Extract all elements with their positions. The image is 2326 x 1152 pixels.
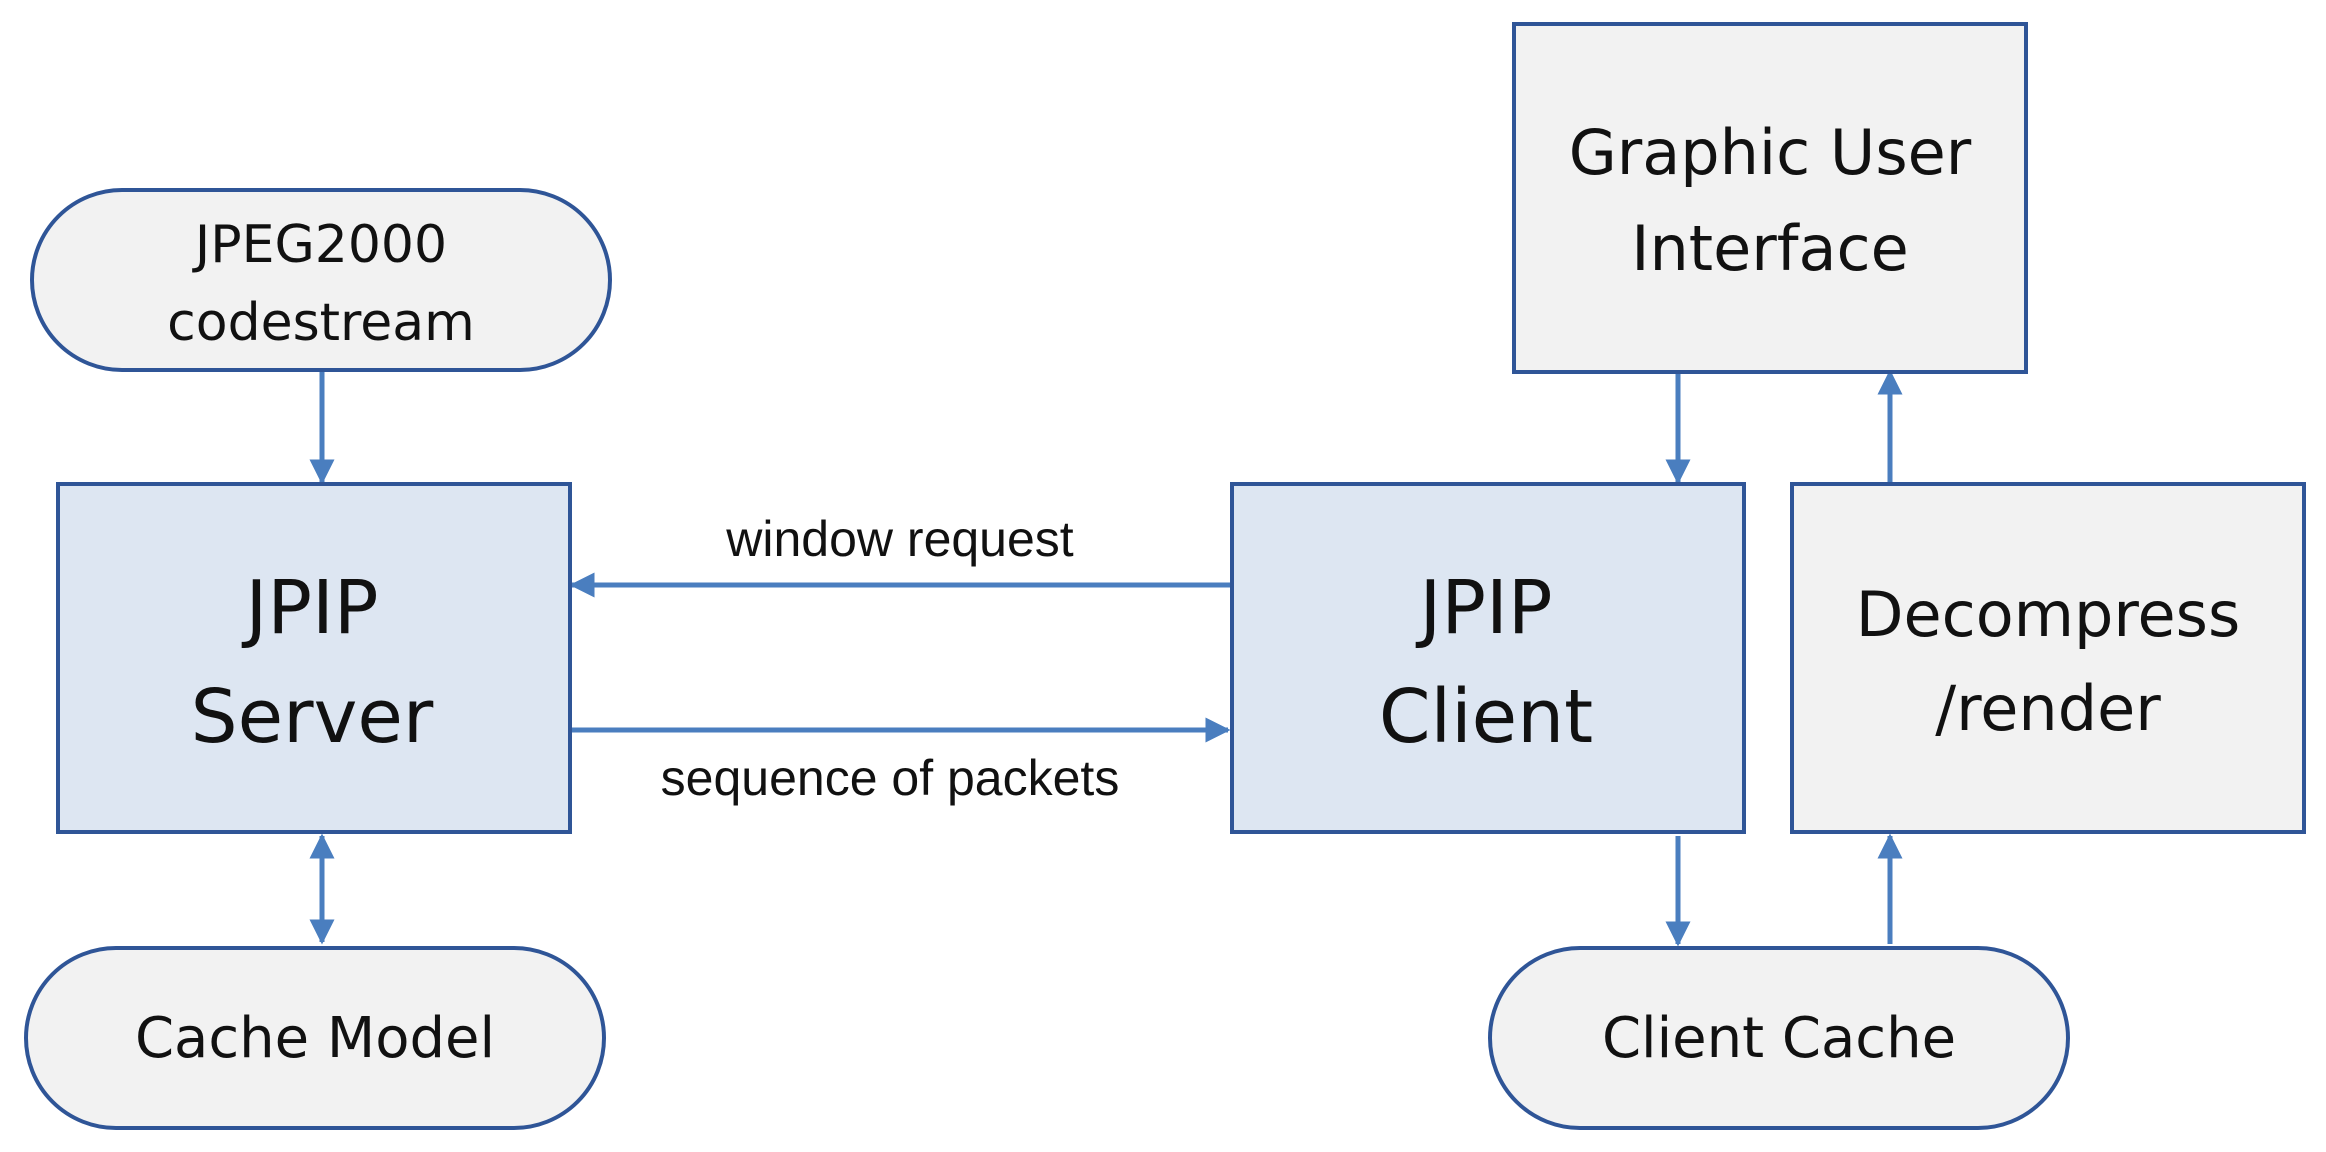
node-jpip-server-line1: JPIP: [242, 565, 379, 651]
node-cache-model: Cache Model: [24, 946, 606, 1130]
node-jpip-client-line2: Client: [1379, 674, 1593, 760]
node-decompress-line1: Decompress: [1856, 578, 2241, 651]
node-decompress-line2: /render: [1935, 672, 2161, 745]
node-jpeg2000-codestream: JPEG2000 codestream: [30, 188, 612, 372]
connectors: [309, 369, 1903, 947]
node-cache-model-label: Cache Model: [135, 1006, 495, 1071]
node-client-cache: Client Cache: [1488, 946, 2070, 1130]
node-gui-line2: Interface: [1631, 212, 1909, 285]
node-client-cache-label: Client Cache: [1602, 1006, 1956, 1071]
node-jpip-server-line2: Server: [191, 674, 434, 760]
node-graphic-user-interface: Graphic User Interface: [1512, 22, 2028, 374]
edge-label-sequence-of-packets: sequence of packets: [661, 750, 1120, 806]
node-jpip-server: JPIP Server: [56, 482, 572, 834]
node-decompress-render: Decompress /render: [1790, 482, 2306, 834]
node-jpeg2000-codestream-line2: codestream: [167, 293, 475, 353]
node-jpeg2000-codestream-line1: JPEG2000: [192, 215, 447, 275]
node-gui-line1: Graphic User: [1569, 116, 1972, 189]
node-jpip-client-line1: JPIP: [1416, 565, 1553, 651]
node-jpip-client: JPIP Client: [1230, 482, 1746, 834]
edge-label-window-request: window request: [725, 511, 1074, 567]
